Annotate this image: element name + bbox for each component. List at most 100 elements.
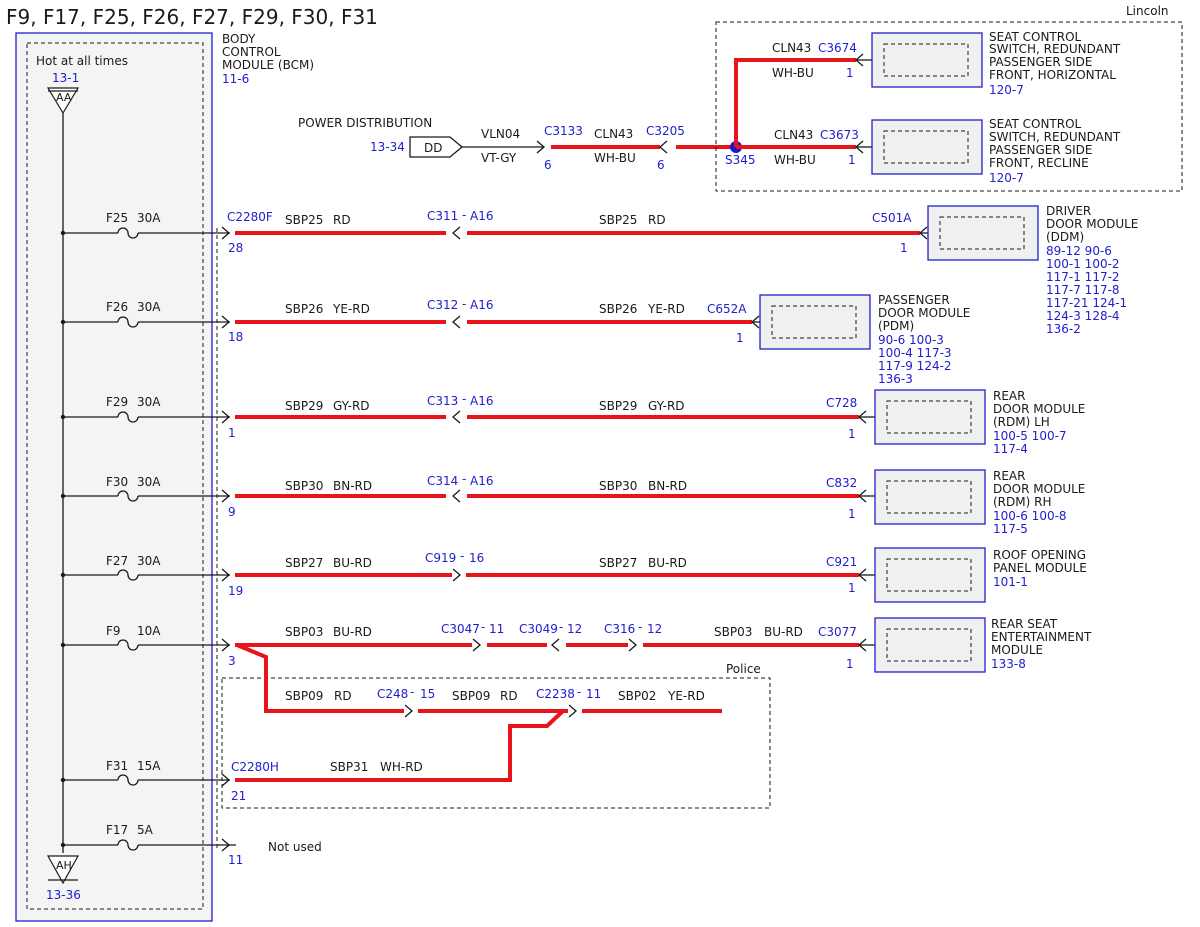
dest-name-line-1: DRIVER [1046, 204, 1091, 218]
fuse-amp: 30A [137, 395, 161, 409]
driver-door-module-inner [939, 216, 1025, 250]
police-wire-a-name: SBP09 [285, 689, 323, 703]
c3049-connector-label: C3049 [519, 622, 558, 636]
fuse-label: F31 [106, 759, 128, 773]
bcm-connector-symbol [221, 489, 230, 503]
passenger-door-module [759, 294, 871, 350]
dest-connector-symbol [919, 226, 928, 240]
dest-name-line-2: DOOR MODULE [878, 306, 970, 320]
dest-ref-1: 100-6 100-8 [993, 509, 1067, 523]
inline-connector-symbol [452, 489, 461, 503]
fuse-amp: 10A [137, 624, 161, 638]
police-sbp09-wire-a [236, 643, 404, 713]
bcm-top-ref: 13-1 [52, 71, 79, 85]
junction-dot-f26 [60, 319, 66, 325]
right-wire-color: BU-RD [648, 556, 687, 570]
bcm-pin: 18 [228, 330, 243, 344]
rear-seat-entertainment-module [874, 617, 986, 673]
left-wire-color: BN-RD [333, 479, 372, 493]
left-wire-color: BU-RD [333, 625, 372, 639]
dest-name-line-1: ROOF OPENING [993, 548, 1086, 562]
junction-dot-f31 [60, 777, 66, 783]
right-wire-color: BU-RD [764, 625, 803, 639]
circuit-f27: F27 30A 19 SBP27 BU-RD C919 - 16 SBP27 B… [63, 547, 1087, 603]
rear-door-module-lh [874, 389, 986, 445]
dest-connector-label: C832 [826, 476, 857, 490]
circuit-f26: F26 30A 18 SBP26 YE-RD C312 - A16 SBP26 … [63, 293, 970, 386]
driver-door-module [927, 205, 1039, 261]
fuse-symbol [117, 774, 139, 786]
hot-at-all-times-label: Hot at all times [36, 54, 128, 68]
c3205-connector-label: C3205 [646, 124, 685, 138]
c3049-pin: 12 [567, 622, 582, 636]
c248-connector-label: C248 [377, 687, 408, 701]
circuit-f25: F25 30A C2280F 28 SBP25 RD C311 - A16 SB… [63, 204, 1138, 336]
inline-dash: - [462, 297, 466, 311]
dest-name-line-2: DOOR MODULE [1046, 217, 1138, 231]
bcm-pin: 9 [228, 505, 236, 519]
seat-switch-recline-line-3: PASSENGER SIDE [989, 143, 1092, 157]
seat-switch-recline-line-4: FRONT, RECLINE [989, 156, 1089, 170]
dest-pin: 1 [848, 427, 856, 441]
sbp31-wire-name: SBP31 [330, 760, 368, 774]
junction-dot-f25 [60, 230, 66, 236]
seat-switch-horizontal-line-2: SWITCH, REDUNDANT [989, 42, 1121, 56]
fuse-label: F17 [106, 823, 128, 837]
not-used-note: Not used [268, 840, 322, 854]
dest-name-line-2: ENTERTAINMENT [991, 630, 1092, 644]
inline-connector-pin: 16 [469, 551, 484, 565]
bcm-connector-symbol [221, 315, 230, 329]
left-wire-color: YE-RD [332, 302, 370, 316]
bcm-pin: 1 [228, 426, 236, 440]
power-dist-tag: DD [424, 141, 442, 155]
bcm-name-line-3: MODULE (BCM) [222, 58, 314, 72]
bcm-connector-symbol [221, 773, 230, 787]
c2238-pin: 11 [586, 687, 601, 701]
upper-seat-wire-name: CLN43 [772, 41, 811, 55]
bcm-bottom-ref: 13-36 [46, 888, 81, 902]
bcm-connector-label: C2280F [227, 210, 273, 224]
hot-bus-bottom-tag: AH [56, 859, 72, 872]
sbp31-wire [235, 709, 565, 782]
dest-connector-label: C728 [826, 396, 857, 410]
dest-ref-2: 117-4 [993, 442, 1028, 456]
dest-ref-1: 90-6 100-3 [878, 333, 944, 347]
inline-connector-symbol [452, 410, 461, 424]
hot-bus-output-triangle [46, 855, 80, 885]
seat-switch-horizontal-inner [883, 43, 969, 77]
bcm-connector-symbol [221, 226, 230, 240]
vln04-wire-name: VLN04 [481, 127, 520, 141]
right-wire-color: RD [648, 213, 666, 227]
dest-name-line-1: PASSENGER [878, 293, 950, 307]
police-wire-b-name: SBP09 [452, 689, 490, 703]
bcm-name-line-1: BODY [222, 32, 256, 46]
dest-ref-4: 136-3 [878, 372, 913, 386]
sbp31-wire-color: WH-RD [380, 760, 423, 774]
bcm-pin: 11 [228, 853, 243, 867]
dest-ref-3: 117-1 117-2 [1046, 270, 1120, 284]
dest-ref-1: 100-5 100-7 [993, 429, 1067, 443]
right-wire-name: SBP26 [599, 302, 637, 316]
dest-connector-symbol [751, 315, 760, 329]
dest-name-line-3: (DDM) [1046, 230, 1084, 244]
right-wire-name: SBP29 [599, 399, 637, 413]
dest-name-line-3: (RDM) LH [993, 415, 1050, 429]
seat-switch-horizontal-line-4: FRONT, HORIZONTAL [989, 68, 1116, 82]
c316-dash: - [638, 620, 642, 634]
junction-dot-f17 [60, 842, 66, 848]
police-wire-a-color: RD [334, 689, 352, 703]
c3673-connector-symbol [855, 140, 864, 154]
c3674-connector-symbol [855, 53, 864, 67]
rear-seat-entertainment-module-inner [886, 628, 972, 662]
c2238-connector-label: C2238 [536, 687, 575, 701]
police-wire-c-name: SBP02 [618, 689, 656, 703]
junction-dot-f9 [60, 642, 66, 648]
c3133-connector-symbol [536, 140, 545, 154]
dest-ref-6: 124-3 128-4 [1046, 309, 1120, 323]
fuse-label: F29 [106, 395, 128, 409]
bcm-ref: 11-6 [222, 72, 249, 86]
roof-opening-panel-module-inner [886, 558, 972, 592]
fuse-amp: 30A [137, 554, 161, 568]
inline-connector-label: C311 [427, 209, 458, 223]
